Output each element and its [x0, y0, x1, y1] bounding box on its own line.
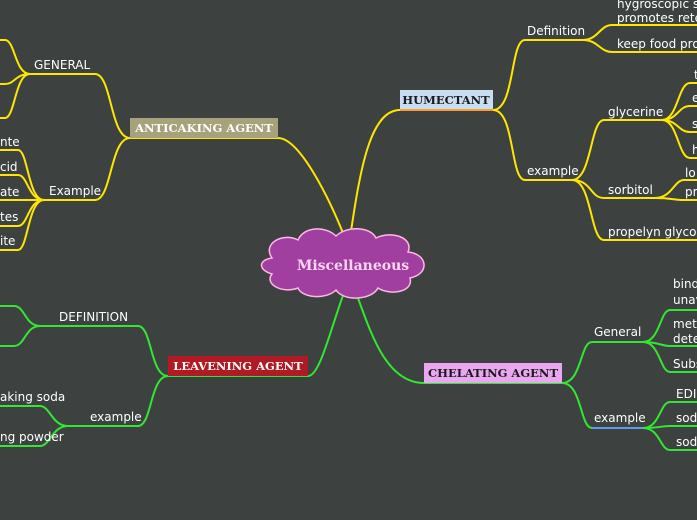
anticaking-example-item-1[interactable]: nte — [0, 135, 20, 149]
chelating-general-item-1[interactable]: bind — [673, 277, 697, 291]
chelating-general-item-4[interactable]: dete — [673, 332, 697, 346]
sorbitol-item-2[interactable]: pr — [685, 185, 697, 199]
leavening-example-item-2[interactable]: ng powder — [0, 430, 64, 444]
center-node[interactable]: Miscellaneous — [260, 228, 425, 299]
glycerine-item-1[interactable]: t — [694, 68, 697, 82]
humectant-definition-label[interactable]: Definition — [527, 24, 585, 38]
anticaking-label: ANTICAKING AGENT — [134, 121, 273, 135]
chelating-label: CHELATING AGENT — [428, 366, 558, 380]
propylene-glycol-label[interactable]: propelyn glycol — [608, 225, 697, 239]
humectant-label: HUMECTANT — [402, 93, 490, 107]
glycerine-item-4[interactable]: h — [692, 143, 697, 157]
humectant-node[interactable]: HUMECTANT — [400, 90, 493, 111]
chelating-general-item-5[interactable]: Subs — [673, 357, 697, 371]
humectant-box — [400, 90, 493, 110]
humectant-def-item-2[interactable]: promotes rete — [617, 11, 697, 25]
leavening-definition-label[interactable]: DEFINITION — [59, 310, 128, 324]
chelating-example-label[interactable]: example — [594, 411, 646, 425]
chelating-general-item-2[interactable]: unav — [673, 293, 697, 307]
sorbitol-item-1[interactable]: lo — [685, 166, 696, 180]
anticaking-example-item-2[interactable]: cid — [0, 160, 18, 174]
sorbitol-label[interactable]: sorbitol — [608, 183, 653, 197]
humectant-example-label[interactable]: example — [527, 164, 579, 178]
humectant-def-item-3[interactable]: keep food prod — [617, 37, 697, 51]
humectant-def-item-1[interactable]: hygroscopic su — [617, 0, 697, 11]
anticaking-general-label[interactable]: GENERAL — [34, 58, 91, 72]
glycerine-label[interactable]: glycerine — [608, 105, 663, 119]
anticaking-example-label[interactable]: Example — [49, 184, 101, 198]
leavening-label: LEAVENING AGENT — [173, 359, 303, 373]
chelating-general-label[interactable]: General — [594, 325, 641, 339]
chelating-example-item-3[interactable]: sodi — [676, 435, 697, 449]
anticaking-example-item-5[interactable]: ite — [0, 234, 15, 248]
center-label: Miscellaneous — [297, 258, 409, 274]
chelating-example-item-1[interactable]: EDI — [676, 387, 696, 401]
anticaking-box — [130, 118, 278, 138]
chelating-example-item-2[interactable]: sodi — [676, 411, 697, 425]
cloud-shape — [260, 228, 425, 299]
anticaking-node[interactable]: ANTICAKING AGENT — [130, 118, 278, 138]
yellow-connectors — [0, 24, 697, 251]
glycerine-item-3[interactable]: s — [692, 117, 697, 131]
leavening-node[interactable]: LEAVENING AGENT — [168, 356, 308, 376]
leavening-example-label[interactable]: example — [90, 410, 142, 424]
anticaking-example-item-3[interactable]: ate — [0, 185, 19, 199]
chelating-node[interactable]: CHELATING AGENT — [424, 363, 562, 383]
chelating-box — [424, 363, 562, 383]
anticaking-example-item-4[interactable]: tes — [0, 210, 18, 224]
glycerine-item-2[interactable]: e — [692, 91, 697, 105]
chelating-general-item-3[interactable]: meta — [673, 317, 697, 331]
green-connectors — [0, 289, 697, 451]
leavening-box — [168, 356, 308, 376]
leavening-example-item-1[interactable]: aking soda — [0, 390, 65, 404]
